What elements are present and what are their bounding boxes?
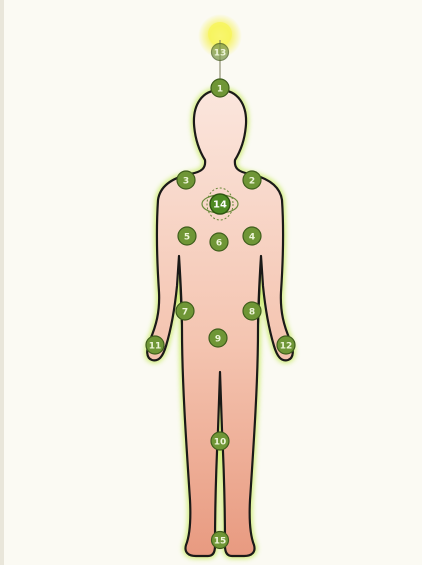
point-4[interactable]: 4 [243,227,261,245]
point-label: 2 [249,177,255,187]
point-10[interactable]: 10 [211,432,229,450]
point-label: 11 [149,342,162,352]
point-5[interactable]: 5 [178,227,196,245]
point-2[interactable]: 2 [243,171,261,189]
point-3[interactable]: 3 [177,171,195,189]
body-silhouette [147,90,293,556]
point-label: 3 [183,177,189,187]
point-7[interactable]: 7 [176,302,194,320]
point-14[interactable]: 14 [210,194,230,214]
point-label: 5 [184,233,190,243]
point-13[interactable]: 13 [212,44,229,61]
point-label: 13 [214,49,227,59]
point-label: 6 [216,239,222,249]
point-9[interactable]: 9 [209,329,227,347]
point-label: 4 [249,233,255,243]
point-label: 9 [215,335,221,345]
point-label: 10 [214,438,227,448]
point-label: 1 [217,85,223,95]
point-label: 8 [249,308,255,318]
point-label: 7 [182,308,188,318]
point-6[interactable]: 6 [210,233,228,251]
point-11[interactable]: 11 [146,336,164,354]
point-label: 14 [213,200,227,211]
point-12[interactable]: 12 [277,336,295,354]
point-1[interactable]: 1 [211,79,229,97]
point-label: 15 [214,537,227,547]
point-8[interactable]: 8 [243,302,261,320]
point-15[interactable]: 15 [212,532,229,549]
point-label: 12 [280,342,293,352]
